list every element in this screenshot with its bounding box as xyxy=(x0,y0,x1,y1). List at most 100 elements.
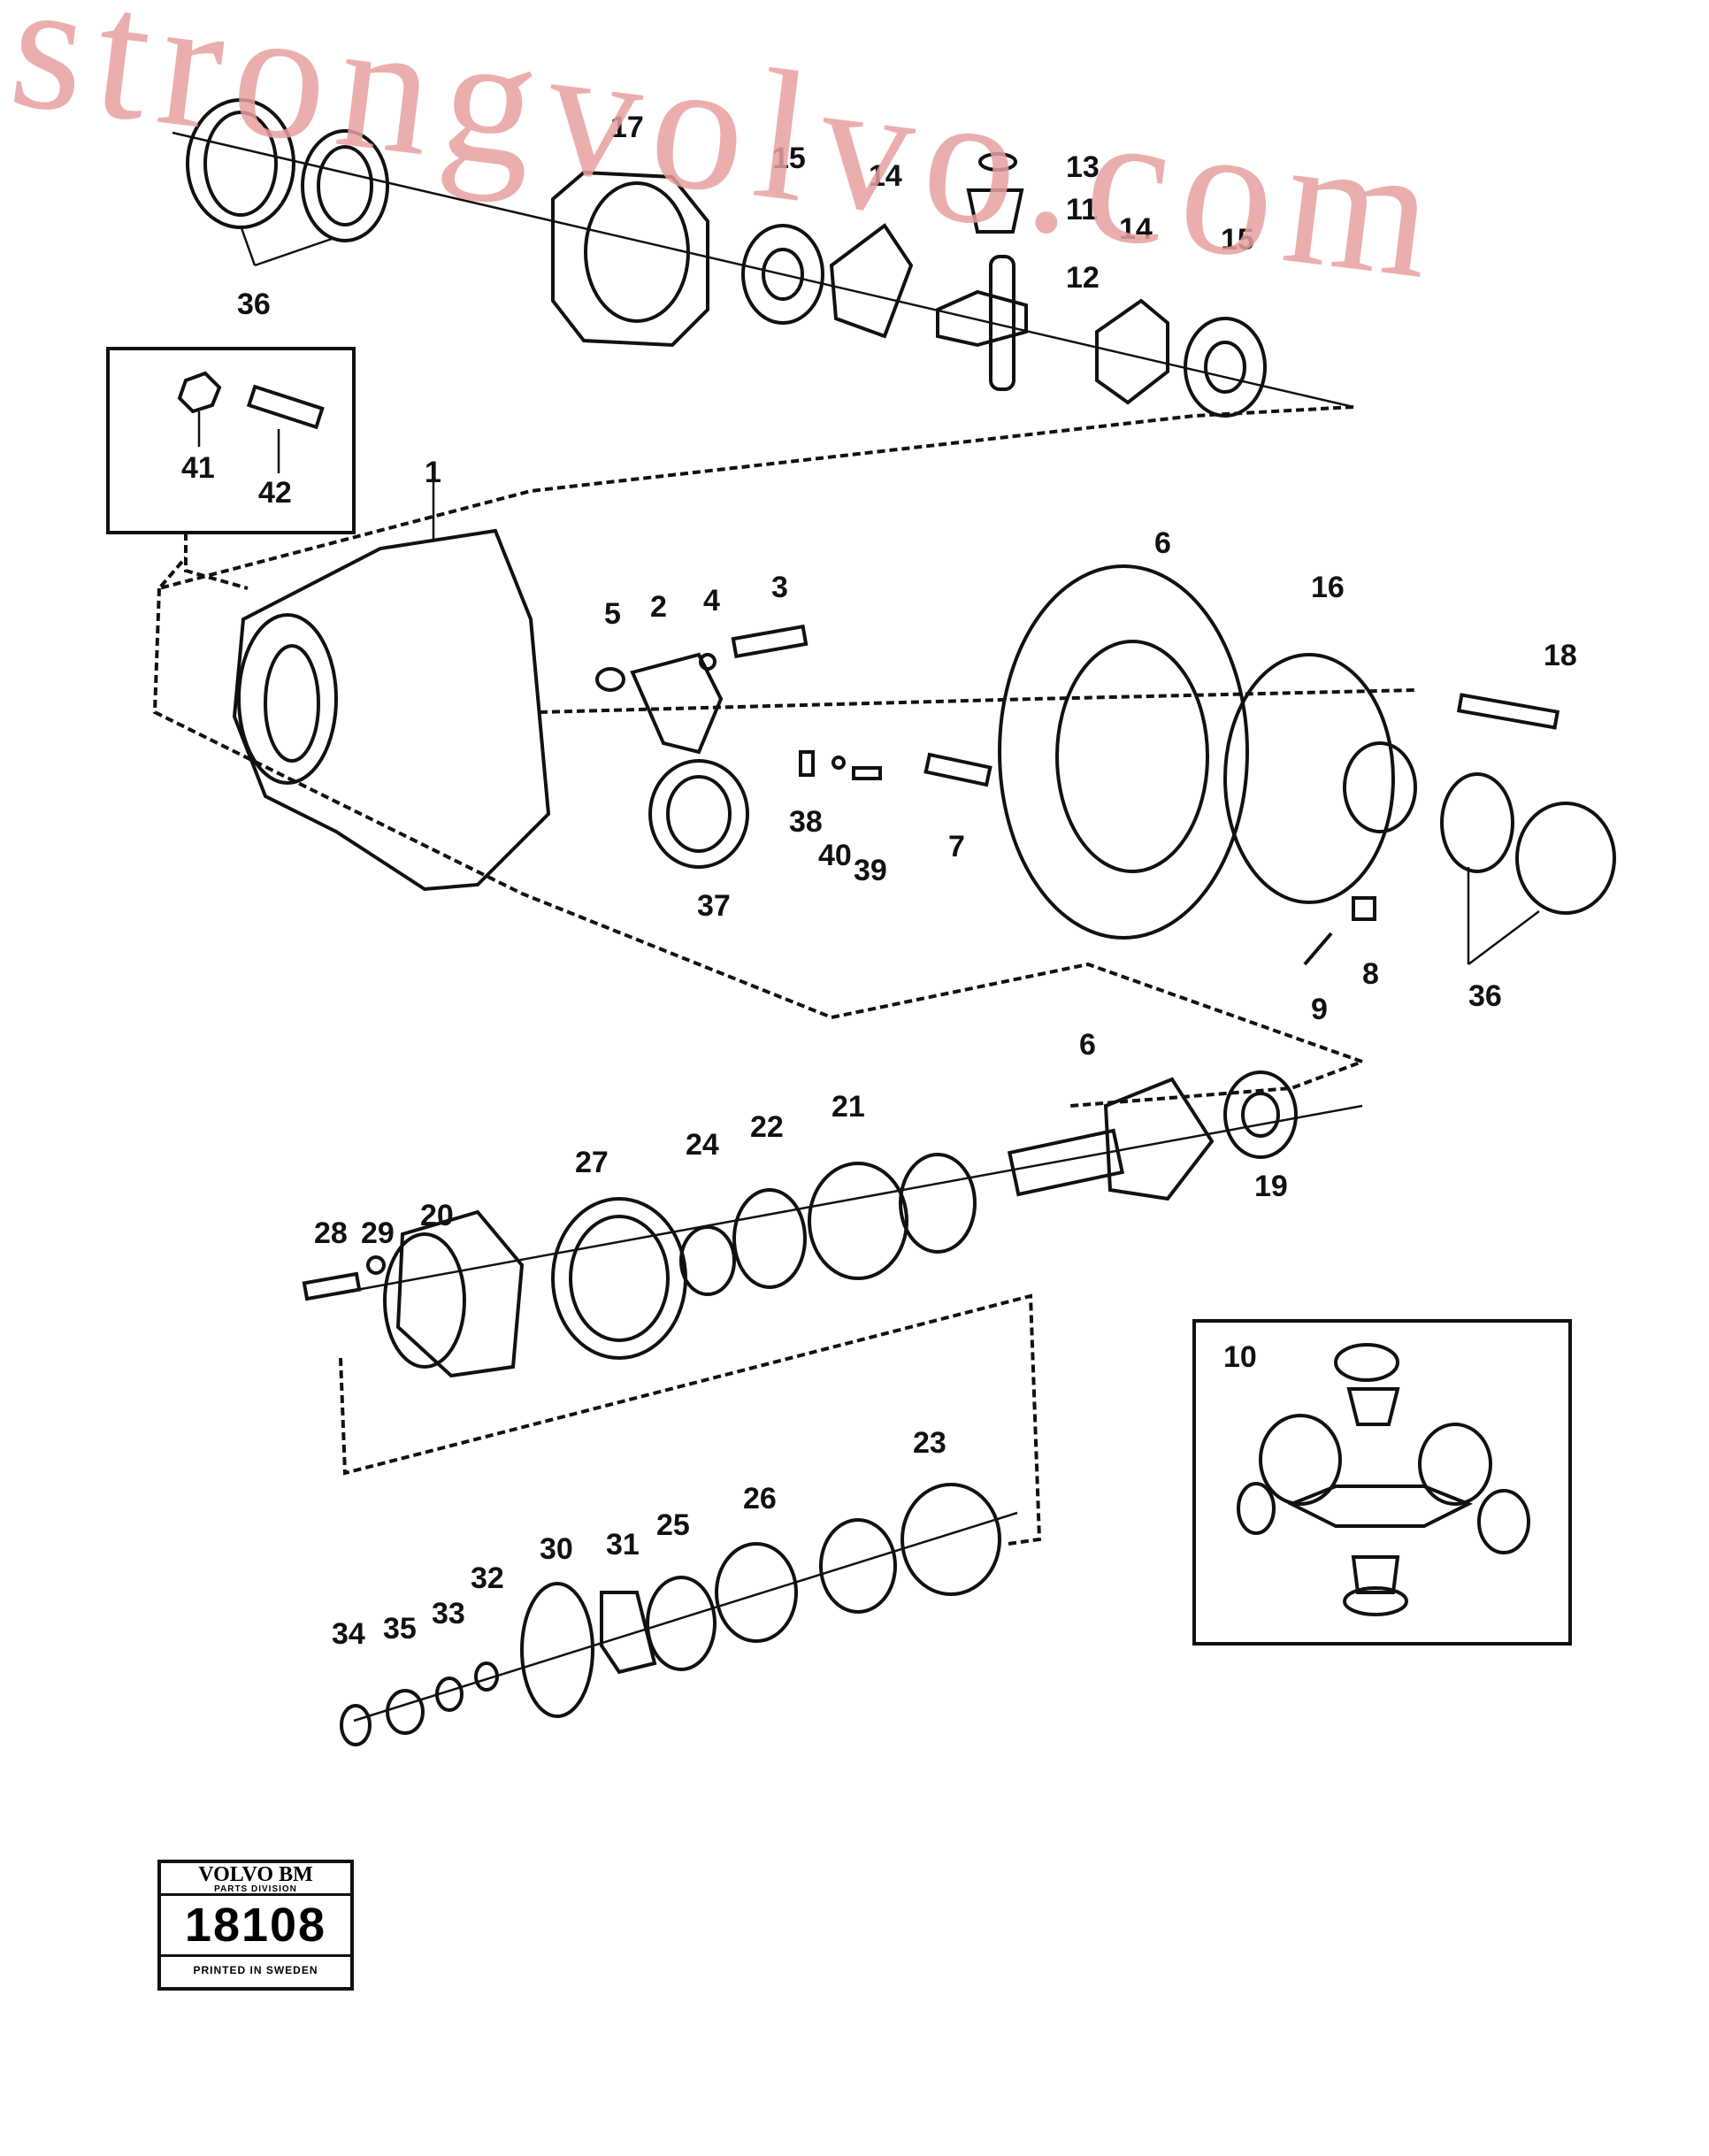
part-bearing-cone-36 xyxy=(301,129,389,242)
part-bearing-cone-21 xyxy=(899,1153,977,1254)
part-bearing-cup-21 xyxy=(808,1162,908,1280)
differential-top-group xyxy=(154,98,1354,592)
part-bearing-cone-23 xyxy=(819,1518,897,1614)
callout-29: 29 xyxy=(361,1216,395,1250)
callout-3: 3 xyxy=(771,571,788,604)
callout-21: 21 xyxy=(832,1090,865,1124)
callout-14b: 14 xyxy=(1119,212,1153,246)
callout-6b: 6 xyxy=(1079,1028,1096,1062)
watermark: strongvolvo.com xyxy=(1,0,1455,319)
part-bolt-7 xyxy=(923,752,992,787)
callout-41: 41 xyxy=(181,451,215,485)
callout-13: 13 xyxy=(1066,150,1100,184)
callout-16: 16 xyxy=(1311,571,1345,604)
part-washer-32 xyxy=(474,1661,499,1692)
part-bolt-18 xyxy=(1456,693,1560,730)
callout-39: 39 xyxy=(854,854,887,887)
flange-group xyxy=(340,1483,1018,1746)
part-axle-housing-1 xyxy=(232,528,551,892)
inset-nut-stud xyxy=(106,347,356,590)
badge-brand: VOLVO BM PARTS DIVISION xyxy=(161,1863,350,1896)
part-sliding-sleeve-37 xyxy=(648,759,749,869)
part-washer-40 xyxy=(832,756,846,770)
part-lever-2 xyxy=(630,652,724,755)
part-stud-42 xyxy=(246,384,325,430)
callout-20: 20 xyxy=(420,1199,454,1232)
callout-25: 25 xyxy=(656,1508,690,1542)
part-seal-housing-27 xyxy=(551,1197,687,1360)
part-spacer-26 xyxy=(715,1542,798,1643)
callout-38: 38 xyxy=(789,805,823,839)
part-diff-case-17 xyxy=(551,170,709,348)
badge-number: 18108 xyxy=(184,1899,327,1952)
part-pilot-bearing-19 xyxy=(1223,1070,1298,1159)
part-bearing-cup-23 xyxy=(900,1483,1001,1596)
callout-11: 11 xyxy=(1066,193,1098,226)
part-shim-24 xyxy=(679,1225,736,1296)
callout-10: 10 xyxy=(1223,1340,1257,1374)
callout-26: 26 xyxy=(743,1482,777,1515)
part-bearing-housing-20 xyxy=(395,1209,525,1378)
callout-33: 33 xyxy=(432,1597,465,1630)
part-bearing-cup-36b xyxy=(1515,802,1616,915)
callout-42: 42 xyxy=(258,476,292,510)
callout-36a: 36 xyxy=(237,288,271,321)
part-drive-pinion-6 xyxy=(1007,1128,1125,1197)
part-pin-9 xyxy=(1303,932,1333,966)
pinion-group xyxy=(302,1070,1363,1546)
part-bushing-5 xyxy=(595,667,625,692)
callout-6a: 6 xyxy=(1154,526,1171,560)
callout-36b: 36 xyxy=(1468,979,1502,1013)
callout-14a: 14 xyxy=(869,159,902,193)
part-washer-13 xyxy=(978,152,1017,172)
part-nut-41 xyxy=(177,371,222,414)
callout-23: 23 xyxy=(913,1426,946,1460)
callout-35: 35 xyxy=(383,1612,417,1646)
part-spider-12 xyxy=(936,289,1028,348)
part-lock-washer-34 xyxy=(340,1704,372,1746)
inset-frame-top xyxy=(106,347,356,534)
callout-9: 9 xyxy=(1311,993,1328,1026)
callout-22: 22 xyxy=(750,1110,784,1144)
callout-7: 7 xyxy=(948,830,965,863)
part-thrust-washer-15a xyxy=(741,224,824,325)
housing-middle-group xyxy=(152,469,1616,1108)
part-screw-39 xyxy=(852,766,882,780)
callout-12: 12 xyxy=(1066,261,1100,295)
callout-15b: 15 xyxy=(1221,223,1254,257)
inset-frame-bottom xyxy=(1192,1319,1572,1646)
part-washer-29 xyxy=(366,1255,386,1275)
callout-30: 30 xyxy=(540,1532,573,1566)
badge-footer: PRINTED IN SWEDEN xyxy=(161,1954,350,1983)
part-side-gear-14a xyxy=(829,223,914,339)
callout-2: 2 xyxy=(650,590,667,624)
part-nut-8 xyxy=(1352,896,1376,921)
part-sleeve-31 xyxy=(600,1591,657,1675)
callout-28: 28 xyxy=(314,1216,348,1250)
callout-1: 1 xyxy=(425,456,441,489)
watermark-text: strongvolvo.com xyxy=(1,0,1455,319)
badge-division: PARTS DIVISION xyxy=(214,1884,297,1894)
callout-34: 34 xyxy=(332,1617,365,1651)
callout-4: 4 xyxy=(703,584,720,618)
part-screw-3 xyxy=(731,624,809,659)
callout-40: 40 xyxy=(818,839,852,872)
callout-32: 32 xyxy=(471,1561,504,1595)
part-diff-carrier-16 xyxy=(1223,653,1395,904)
part-washer-4 xyxy=(699,653,717,671)
callout-17: 17 xyxy=(610,111,644,144)
callout-5: 5 xyxy=(604,597,621,631)
callout-27: 27 xyxy=(575,1146,609,1179)
callout-8: 8 xyxy=(1362,957,1379,991)
part-side-gear-14b xyxy=(1095,298,1169,405)
part-ring-gear-6 xyxy=(998,564,1249,940)
callout-31: 31 xyxy=(606,1528,640,1561)
callout-37: 37 xyxy=(697,889,731,923)
part-bearing-cone-36b xyxy=(1440,772,1514,873)
parts-badge: VOLVO BM PARTS DIVISION 18108 PRINTED IN… xyxy=(157,1860,354,1991)
badge-brand-name: VOLVO BM xyxy=(198,1863,313,1886)
part-seal-25 xyxy=(646,1576,717,1671)
part-pinion-gear-11 xyxy=(966,188,1024,234)
